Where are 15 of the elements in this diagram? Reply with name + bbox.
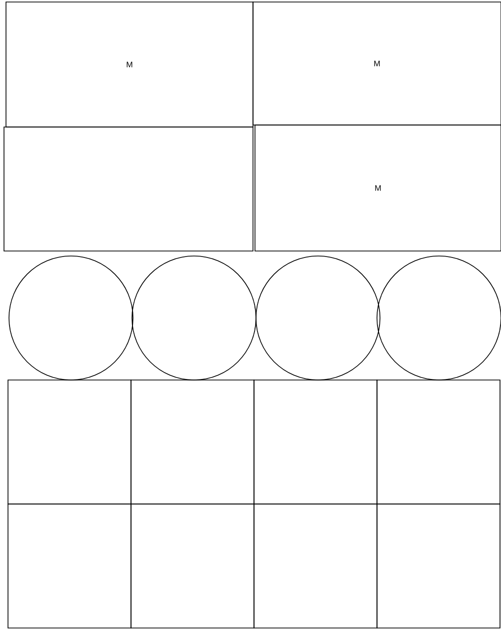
empty-box	[4, 126, 254, 252]
empty-box	[254, 504, 378, 628]
circle	[8, 256, 134, 380]
empty-box	[376, 380, 500, 504]
text-box: M	[254, 124, 501, 252]
circle	[256, 256, 380, 380]
empty-box	[130, 380, 254, 504]
text-box: M	[252, 2, 501, 126]
empty-box	[254, 380, 378, 504]
empty-box	[8, 380, 132, 504]
circle	[132, 256, 256, 380]
empty-box	[130, 504, 254, 628]
empty-box	[8, 504, 132, 628]
text-box: M	[6, 2, 254, 128]
empty-box	[376, 504, 500, 628]
